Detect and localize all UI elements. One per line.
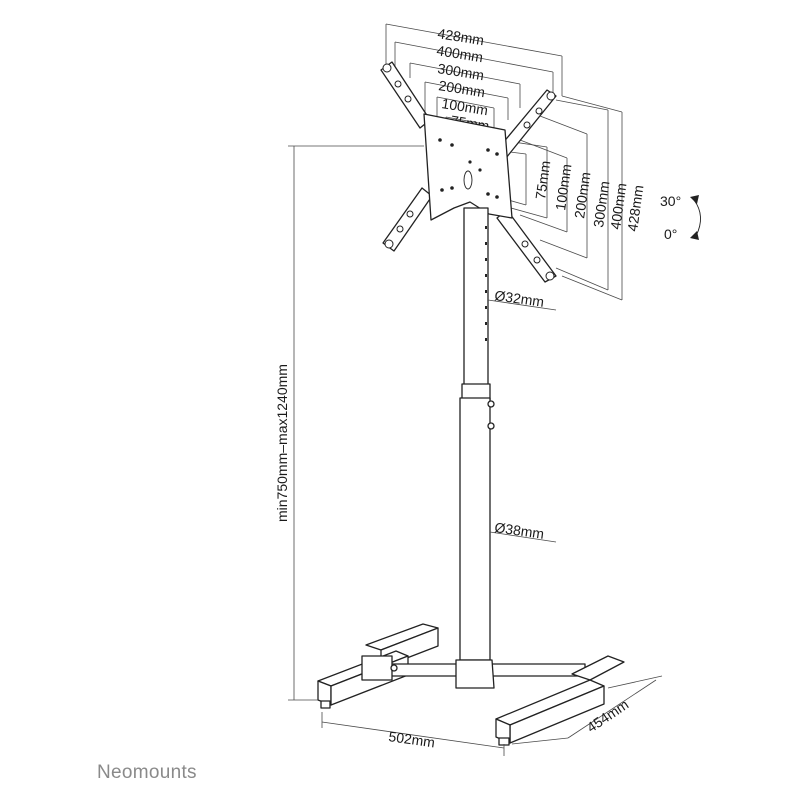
- pole-diameter-callouts: Ø32mm Ø38mm: [487, 287, 557, 543]
- upper-pole: [463, 207, 489, 387]
- crossbar-sleeve-left: [361, 655, 393, 681]
- vesa-v-label-428: 428mm: [624, 184, 646, 232]
- vesa-h-label-428: 428mm: [437, 25, 486, 48]
- tilt-arrow-head-bottom: [690, 231, 699, 240]
- tilt-arrow-head-top: [690, 195, 699, 204]
- right-foot-pad: [498, 737, 510, 746]
- pole-height-holes: [485, 226, 487, 341]
- pole-upper-diameter-label: Ø32mm: [494, 287, 546, 310]
- base-width-dimension: 502mm: [321, 712, 505, 756]
- vesa-v-label-400: 400mm: [607, 182, 629, 230]
- pole-lower-diameter-label: Ø38mm: [494, 519, 546, 542]
- pole-lower-tube: [459, 397, 491, 661]
- center-hub: [455, 659, 495, 689]
- arm-holes: [382, 63, 556, 281]
- vesa-vertical-dimension-lines: [493, 95, 623, 301]
- vesa-h-label-400: 400mm: [436, 42, 485, 65]
- vesa-mounting-plate: [380, 61, 557, 283]
- plate-holes: [438, 138, 499, 199]
- base-width-label: 502mm: [388, 728, 436, 750]
- stand-base: [317, 623, 625, 746]
- tilt-min-label: 0°: [664, 226, 677, 242]
- height-range-label: min750mm–max1240mm: [274, 364, 290, 522]
- tilt-max-label: 30°: [660, 193, 681, 209]
- crossbar-bolt: [390, 664, 398, 672]
- vesa-v-label-75: 75mm: [532, 160, 553, 201]
- vesa-horizontal-labels: 428mm 400mm 300mm 200mm 100mm 75mm: [436, 25, 491, 134]
- tilt-arc: [693, 199, 701, 237]
- vesa-h-label-200: 200mm: [438, 77, 487, 100]
- center-slot: [463, 170, 473, 190]
- vesa-h-label-100: 100mm: [441, 95, 490, 118]
- center-plate: [423, 113, 513, 221]
- right-foot-front: [495, 718, 511, 744]
- lower-pole: [459, 383, 495, 661]
- left-foot-pad: [320, 700, 331, 709]
- vesa-v-label-300: 300mm: [590, 180, 612, 228]
- pole-knob-top: [487, 400, 495, 408]
- vesa-vertical-labels: 75mm 100mm 200mm 300mm 400mm 428mm: [532, 160, 646, 233]
- brand-logo-text: Neomounts: [97, 762, 197, 783]
- right-foot-top: [571, 655, 625, 681]
- vesa-v-label-100: 100mm: [552, 163, 574, 211]
- height-dimension: min750mm–max1240mm: [274, 145, 424, 701]
- pole-knob-bottom: [487, 422, 495, 430]
- vesa-v-label-200: 200mm: [571, 171, 593, 219]
- vesa-h-label-300: 300mm: [437, 60, 486, 83]
- tilt-indicator: 30° 0°: [660, 193, 701, 242]
